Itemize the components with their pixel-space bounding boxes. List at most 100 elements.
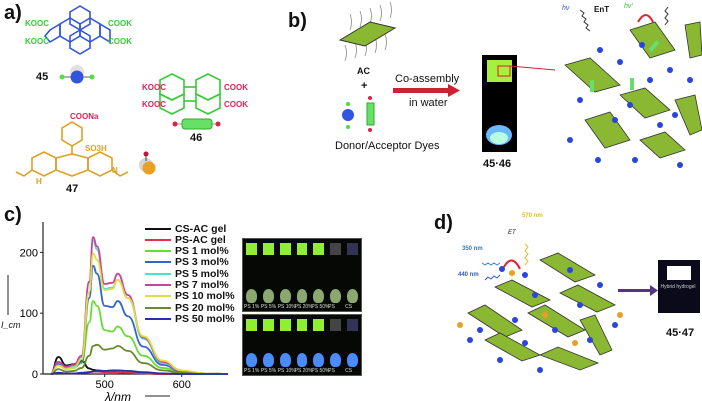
legend-label: PS 3 mol% (175, 256, 229, 269)
x-tick-label: 600 (173, 379, 191, 391)
co-assembly-label: Co-assembly (395, 73, 460, 85)
series-line (50, 369, 228, 375)
vial-45-46-icon (482, 55, 556, 152)
legend-label: PS 1 mol% (175, 245, 229, 258)
legend-item: CS-AC gel (145, 222, 227, 235)
panel-c-label: c) (4, 204, 22, 226)
vial-base (296, 353, 308, 367)
panel-b-label: b) (288, 10, 307, 32)
vial-gel (296, 319, 308, 331)
acceptor-47-icon (139, 151, 156, 175)
group-label: COOK (224, 100, 248, 109)
vial-gel (347, 319, 358, 331)
legend-label: PS 20 mol% (175, 301, 235, 314)
vial-base (262, 289, 274, 303)
y-tick-label: 0 (32, 369, 38, 381)
legend-item: PS 10 mol% (145, 290, 235, 303)
co-assembly-arrow-icon (393, 84, 460, 97)
vial-gel (313, 319, 325, 331)
legend-item: PS-AC gel (145, 233, 226, 246)
structure-47 (15, 121, 129, 177)
vial-gel (246, 319, 257, 331)
vial-base (347, 353, 358, 367)
vial-label: PS 20% (294, 368, 313, 374)
panel-d-label: d) (434, 212, 453, 234)
compound-id-47: 47 (66, 183, 79, 195)
acceptor-icon (366, 96, 375, 132)
legend-label: PS 7 mol% (175, 279, 229, 291)
legend-swatch (145, 306, 171, 309)
group-label: COONa (70, 112, 99, 121)
group-label: COOK (224, 83, 248, 92)
dyes-label: Donor/Acceptor Dyes (335, 140, 440, 152)
vial-label: PS (328, 304, 335, 310)
legend-label: PS 10 mol% (175, 290, 235, 303)
legend-item: PS 20 mol% (145, 301, 235, 314)
panel-a-label: a) (4, 2, 22, 24)
vial-label: PS 1% (244, 304, 260, 310)
co-assembly-scheme (338, 1, 702, 168)
x-tick-label: 500 (95, 379, 113, 391)
vial-gel (262, 319, 274, 331)
legend-swatch (145, 317, 171, 320)
compound-id-46: 46 (190, 132, 203, 144)
ent-label: EnT (594, 5, 610, 14)
hydrogel-vial-text: Hybrid hydrogel (660, 284, 696, 290)
donor-icon (342, 102, 354, 129)
compound-id-45: 45 (36, 71, 49, 83)
vial-base (330, 353, 342, 367)
legend-swatch (145, 272, 171, 275)
hybrid-hydrogel-vial-icon (658, 260, 700, 313)
energy-transfer-scheme (457, 243, 700, 373)
legend-swatch (145, 238, 171, 241)
legend-label: PS-AC gel (175, 233, 226, 246)
vial-base (246, 353, 257, 367)
et-label: ET (508, 230, 516, 236)
y-axis-label: I_cm (1, 320, 21, 330)
hv-out-label: hν' (624, 3, 633, 10)
vial-label: CS (345, 304, 353, 310)
series-line (50, 252, 229, 375)
vial-base (246, 289, 257, 303)
arrow-to-hydrogel-icon (618, 285, 658, 296)
legend-item: PS 3 mol% (145, 256, 229, 269)
group-label: H (36, 177, 42, 186)
group-label: N (112, 166, 118, 175)
vial-base (313, 353, 325, 367)
ac-plate-icon (338, 1, 397, 62)
x-axis-label: λ/nm (104, 390, 131, 401)
ac-label: AC (357, 66, 370, 76)
acceptor-emission-label: 570 nm (522, 213, 543, 219)
vial-gel (330, 319, 342, 331)
plus-sign: + (361, 80, 368, 92)
legend-swatch (145, 284, 171, 286)
vial-gel (296, 243, 308, 255)
group-label: KOOC (25, 19, 49, 28)
vial-base (347, 289, 358, 303)
legend-item: PS 5 mol% (145, 268, 229, 280)
vial-label: PS 1% (244, 368, 260, 374)
y-tick-label: 200 (20, 247, 38, 259)
vial-gel (330, 243, 342, 255)
acceptor-46-icon (172, 118, 221, 130)
vial-base (262, 353, 274, 367)
legend-item: PS 1 mol% (145, 245, 229, 258)
group-label: KOOC (25, 37, 49, 46)
vial-label: PS 50% (311, 304, 330, 310)
vial-gel (262, 243, 274, 255)
vial-label: PS 5% (260, 368, 277, 374)
legend-item: PS 50 mol% (145, 313, 235, 325)
in-water-label: in water (409, 97, 448, 109)
legend-label: CS-AC gel (175, 222, 227, 235)
vial-base (279, 353, 291, 367)
legend-item: PS 7 mol% (145, 279, 229, 291)
vial-base (296, 289, 308, 303)
vial-label: CS (345, 368, 353, 374)
vial-gel (246, 243, 257, 255)
structure-45 (43, 5, 111, 55)
donor-45-icon (59, 65, 95, 84)
vial-label-45-47: 45·47 (666, 327, 695, 339)
vial-gel (279, 319, 291, 331)
